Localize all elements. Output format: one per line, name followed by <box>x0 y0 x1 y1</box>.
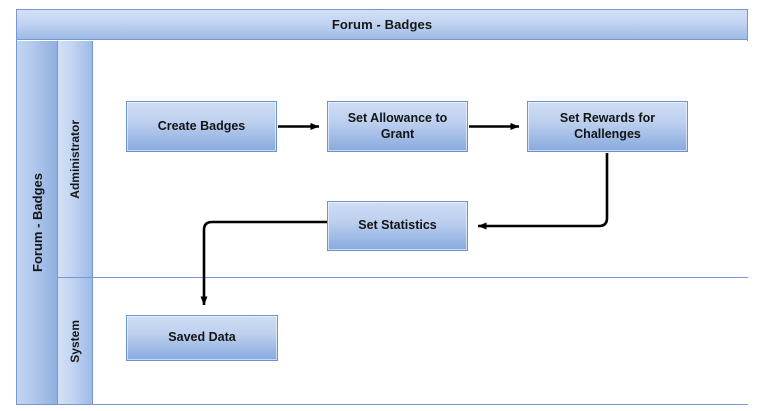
task-set-statistics[interactable]: Set Statistics <box>327 201 468 251</box>
task-set-allowance-to-grant[interactable]: Set Allowance to Grant <box>327 101 468 152</box>
lane-system-title: System <box>58 278 93 404</box>
task-saved-data-label: Saved Data <box>168 330 236 345</box>
pool-title: Forum - Badges <box>331 17 433 32</box>
lane-administrator-label: Administrator <box>68 119 82 199</box>
pool-header: Forum - Badges <box>16 9 748 40</box>
task-set-rewards-label: Set Rewards for Challenges <box>559 110 656 141</box>
task-set-allowance-label: Set Allowance to Grant <box>347 110 448 141</box>
task-create-badges[interactable]: Create Badges <box>126 101 277 152</box>
pool-vertical-label: Forum - Badges <box>17 41 58 404</box>
task-set-rewards-for-challenges[interactable]: Set Rewards for Challenges <box>527 101 688 152</box>
task-create-badges-label: Create Badges <box>157 118 246 133</box>
task-set-statistics-label: Set Statistics <box>358 218 437 233</box>
task-saved-data[interactable]: Saved Data <box>126 315 278 361</box>
lane-administrator-title: Administrator <box>58 41 93 278</box>
pool-vertical-label-text: Forum - Badges <box>29 173 45 272</box>
lane-system-label: System <box>68 319 82 363</box>
